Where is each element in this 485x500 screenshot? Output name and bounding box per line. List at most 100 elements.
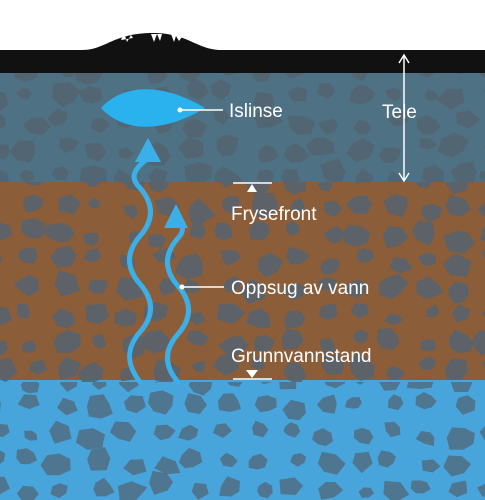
stone xyxy=(186,78,209,101)
stone xyxy=(147,70,168,84)
water-arrow-small-head xyxy=(164,204,188,228)
stone xyxy=(281,328,304,350)
stone xyxy=(354,168,374,182)
stone xyxy=(415,392,437,410)
stone xyxy=(113,169,133,182)
stone xyxy=(285,220,300,237)
stone xyxy=(283,360,307,382)
stone xyxy=(222,195,240,214)
stone xyxy=(317,83,336,99)
stone xyxy=(22,117,51,136)
stone xyxy=(280,169,300,182)
stone xyxy=(254,395,277,413)
stone xyxy=(0,402,1,413)
stone xyxy=(445,182,469,194)
stone xyxy=(13,70,38,83)
stone xyxy=(0,476,10,495)
stone xyxy=(184,162,213,182)
stone xyxy=(283,182,306,195)
stone xyxy=(312,428,333,447)
stone xyxy=(77,361,104,382)
stone xyxy=(418,252,436,266)
stone xyxy=(52,308,76,329)
stone xyxy=(316,182,333,192)
stone xyxy=(191,482,209,500)
stone xyxy=(290,453,307,467)
stone xyxy=(53,329,81,353)
stone xyxy=(0,357,18,382)
stone xyxy=(344,397,362,409)
stone xyxy=(421,459,441,473)
stone xyxy=(406,382,434,389)
stone xyxy=(47,108,67,126)
stone xyxy=(287,115,316,135)
stone xyxy=(252,420,269,438)
stone xyxy=(469,330,485,356)
stone xyxy=(377,450,396,468)
stone xyxy=(212,423,232,438)
stone xyxy=(178,424,199,441)
stone xyxy=(92,382,107,390)
stone xyxy=(0,253,2,262)
stone xyxy=(57,356,82,380)
stone xyxy=(324,382,346,389)
stone xyxy=(148,233,167,248)
stone xyxy=(341,224,371,248)
stone xyxy=(21,340,37,354)
stone xyxy=(123,204,138,220)
stone xyxy=(256,169,274,182)
stone xyxy=(179,70,202,84)
stone xyxy=(50,245,77,268)
stone xyxy=(214,222,233,241)
stone xyxy=(188,382,213,396)
water-arrow-large xyxy=(127,155,153,385)
stone xyxy=(198,182,200,183)
stone xyxy=(0,424,10,438)
stone xyxy=(352,119,372,135)
stone xyxy=(316,394,337,414)
stone xyxy=(154,456,181,475)
stone xyxy=(378,382,401,391)
stone xyxy=(75,70,103,85)
stone xyxy=(481,250,485,259)
stone xyxy=(221,249,241,266)
stone xyxy=(239,278,265,304)
stone xyxy=(189,311,206,326)
stone xyxy=(317,451,346,475)
stone xyxy=(443,230,475,254)
stone xyxy=(87,279,108,294)
stone xyxy=(353,329,368,344)
stone xyxy=(350,303,370,319)
groundwater-layer-stones xyxy=(0,382,485,500)
stone xyxy=(456,110,481,129)
stone xyxy=(448,329,473,353)
stone xyxy=(219,182,236,188)
stone xyxy=(318,482,344,500)
stone xyxy=(0,222,13,241)
stone xyxy=(189,221,207,240)
stone xyxy=(354,182,363,184)
stone xyxy=(446,427,475,450)
stone xyxy=(354,427,374,445)
stone xyxy=(443,455,471,477)
stone xyxy=(83,248,102,263)
stone xyxy=(319,258,340,275)
stone xyxy=(343,280,369,299)
stone xyxy=(389,257,413,274)
stone xyxy=(419,137,438,150)
stone xyxy=(479,425,485,441)
stone xyxy=(448,480,468,498)
stone xyxy=(445,194,472,217)
stone xyxy=(118,382,139,393)
stone xyxy=(415,431,435,446)
stone xyxy=(46,223,75,242)
stone xyxy=(279,477,304,495)
stone xyxy=(257,144,280,163)
stone xyxy=(416,276,444,299)
stone xyxy=(59,137,80,154)
stone xyxy=(59,382,78,392)
stone xyxy=(16,88,32,100)
stone xyxy=(148,390,174,415)
stone xyxy=(24,430,38,441)
